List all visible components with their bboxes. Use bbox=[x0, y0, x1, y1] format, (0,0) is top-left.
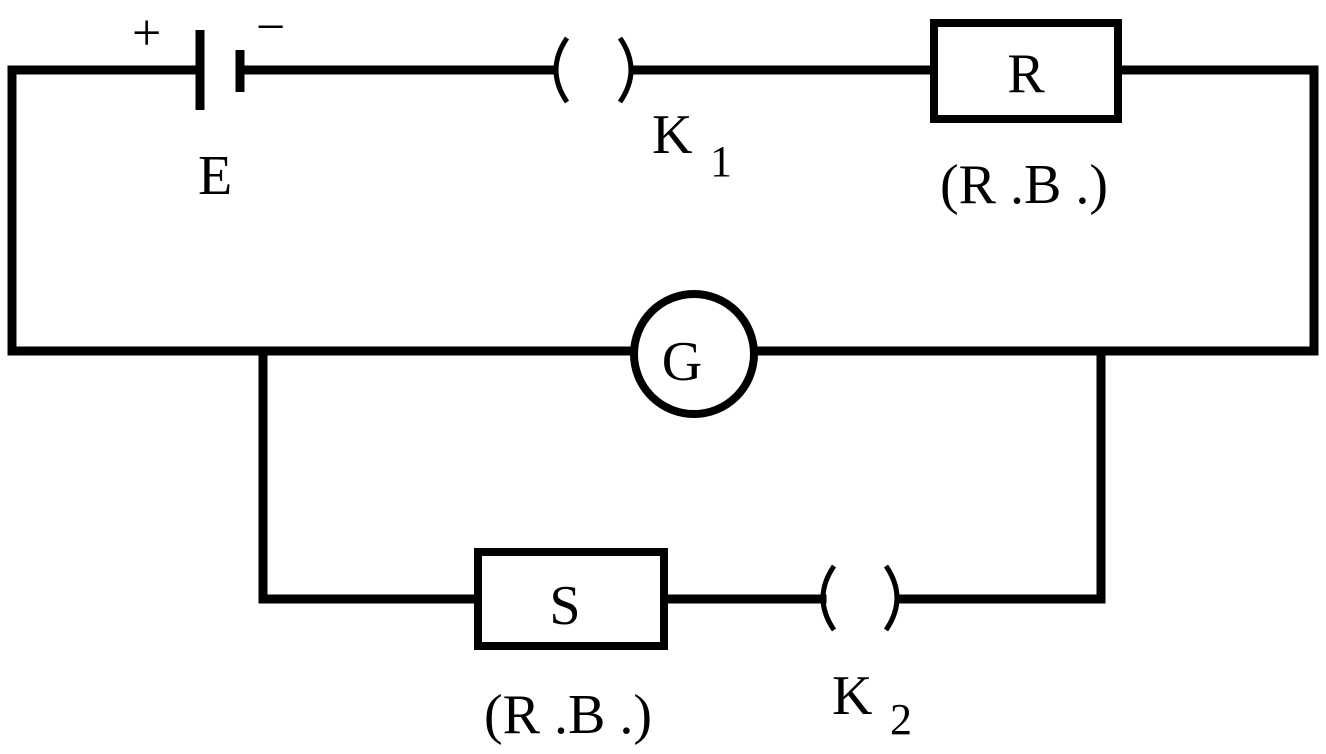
battery: + − E bbox=[132, 0, 285, 207]
resistor-r-box bbox=[930, 19, 1122, 123]
key-k2-subscript: 2 bbox=[890, 695, 912, 744]
resistor-s: S (R .B .) bbox=[474, 548, 668, 746]
resistor-r-label: R bbox=[1007, 43, 1045, 105]
key-k2-right-bracket bbox=[883, 564, 900, 632]
battery-label: E bbox=[198, 145, 232, 207]
galvanometer: G bbox=[630, 290, 758, 418]
key-k1: K 1 bbox=[553, 36, 732, 186]
galvanometer-label: G bbox=[662, 331, 702, 393]
key-k1-left-bracket bbox=[553, 36, 570, 104]
key-k1-label: K bbox=[652, 104, 692, 166]
key-k1-subscript: 1 bbox=[710, 137, 732, 186]
shunt-branch-wires bbox=[258, 346, 1106, 604]
key-k1-right-bracket bbox=[617, 36, 634, 104]
battery-negative-sign: − bbox=[256, 0, 285, 56]
resistor-r-note: (R .B .) bbox=[940, 154, 1108, 216]
key-k2-label: K bbox=[832, 665, 872, 727]
battery-positive-sign: + bbox=[132, 5, 161, 62]
galvanometer-circle bbox=[630, 290, 758, 418]
resistor-s-box bbox=[474, 548, 668, 650]
outer-loop-wires bbox=[7, 65, 1319, 356]
key-k2-left-bracket bbox=[820, 564, 837, 632]
resistor-s-note: (R .B .) bbox=[484, 684, 652, 746]
resistor-s-label: S bbox=[549, 575, 580, 637]
key-k2: K 2 bbox=[820, 564, 912, 744]
resistor-r: R (R .B .) bbox=[930, 19, 1122, 216]
